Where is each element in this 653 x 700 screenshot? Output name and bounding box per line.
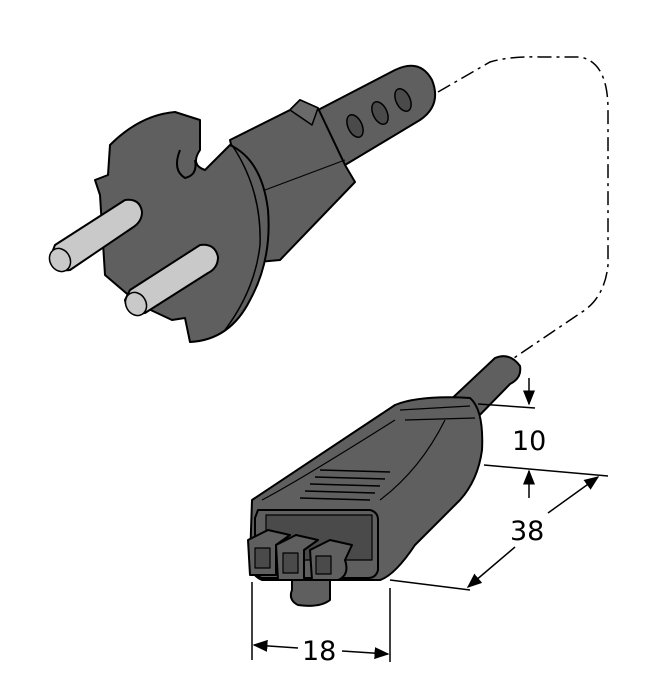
pin-upper bbox=[48, 198, 143, 273]
dimension-label-connector-length: 38 bbox=[510, 516, 544, 547]
cable-path-dashdot bbox=[437, 56, 609, 363]
connector-latch bbox=[289, 579, 331, 607]
dimension-cable-diameter bbox=[477, 378, 609, 498]
grip-ribs bbox=[299, 469, 391, 501]
pin-lower bbox=[124, 243, 219, 317]
dimension-label-connector-width: 18 bbox=[302, 636, 336, 667]
schuko-plug bbox=[48, 64, 436, 343]
pin-chamber-2 bbox=[275, 534, 319, 581]
connector bbox=[247, 355, 522, 607]
pin-chamber-3 bbox=[309, 539, 353, 581]
dimension-connector-length bbox=[389, 476, 600, 591]
dimension-connector-width bbox=[251, 582, 391, 662]
dimension-label-cable-diameter: 10 bbox=[512, 426, 546, 457]
